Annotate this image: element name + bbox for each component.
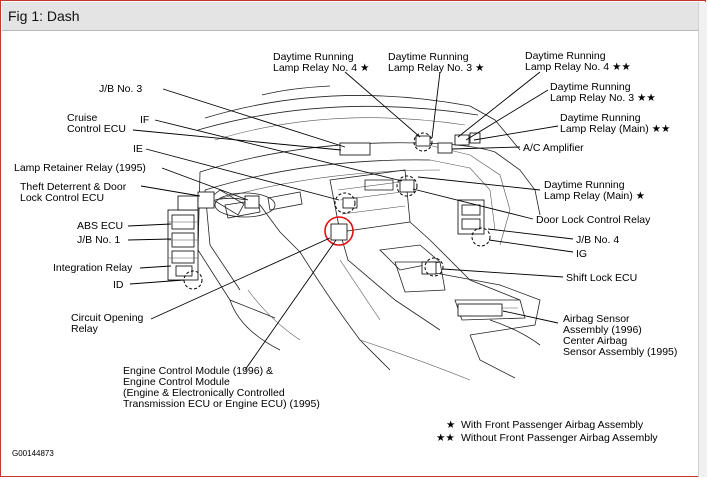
label-integration-relay: Integration Relay xyxy=(53,262,133,274)
window-title: Fig 1: Dash xyxy=(8,8,80,24)
vertical-scrollbar[interactable] xyxy=(698,2,707,477)
door-lock-relay-circle xyxy=(396,175,418,197)
label-shift-lock-ecu: Shift Lock ECU xyxy=(566,272,637,284)
jb-no4-assembly xyxy=(457,199,485,235)
shift-lock-ecu-box xyxy=(421,261,437,275)
door-lock-control-relay-box xyxy=(399,179,415,193)
label-jb-no4: J/B No. 4 xyxy=(576,234,619,246)
label-lamp-retainer-relay: Lamp Retainer Relay (1995) xyxy=(14,162,146,174)
drl-relay-box-1 xyxy=(415,135,431,147)
drl-relay-box-2 xyxy=(437,142,453,154)
lamp-retainer-relay-box xyxy=(244,195,260,209)
legend-double-mark: ★★ xyxy=(436,432,455,444)
components xyxy=(167,132,503,317)
ie-if-circle xyxy=(334,192,356,214)
legend-single-text: With Front Passenger Airbag Assembly xyxy=(461,419,644,431)
label-if: IF xyxy=(140,114,149,126)
title-bar: Fig 1: Dash xyxy=(2,2,698,31)
drl-relay-circle xyxy=(413,132,433,152)
label-id: ID xyxy=(113,279,124,291)
figure-code: G00144873 xyxy=(12,449,54,458)
cruise-control-ecu-box xyxy=(339,142,371,156)
label-abs-ecu: ABS ECU xyxy=(77,220,123,232)
leader-lines xyxy=(127,71,574,371)
connector-circles xyxy=(183,132,491,290)
legend-double-text: Without Front Passenger Airbag Assembly xyxy=(461,432,658,444)
drl-relay-box-3 xyxy=(454,134,470,146)
shift-lock-circle xyxy=(424,257,444,277)
label-door-lock-control-relay: Door Lock Control Relay xyxy=(536,214,651,226)
circuit-opening-relay-highlight xyxy=(324,216,354,246)
ig-circle xyxy=(471,227,491,247)
label-engine-control-module: Engine Control Module (1996) &Engine Con… xyxy=(123,365,320,410)
legend-single-mark: ★ xyxy=(446,419,456,431)
label-ie: IE xyxy=(133,143,143,155)
label-jb-no1: J/B No. 1 xyxy=(77,234,120,246)
id-circle xyxy=(183,270,203,290)
label-ig-right: IG xyxy=(576,248,587,260)
ie-connector xyxy=(342,197,358,209)
jb-no1-assembly xyxy=(167,191,215,281)
airbag-sensor-box xyxy=(457,303,503,317)
circuit-opening-relay-box xyxy=(330,223,348,241)
label-jb-no3: J/B No. 3 xyxy=(99,83,142,95)
dashboard-drawing xyxy=(197,85,541,381)
label-ac-amplifier: A/C Amplifier xyxy=(523,142,584,154)
